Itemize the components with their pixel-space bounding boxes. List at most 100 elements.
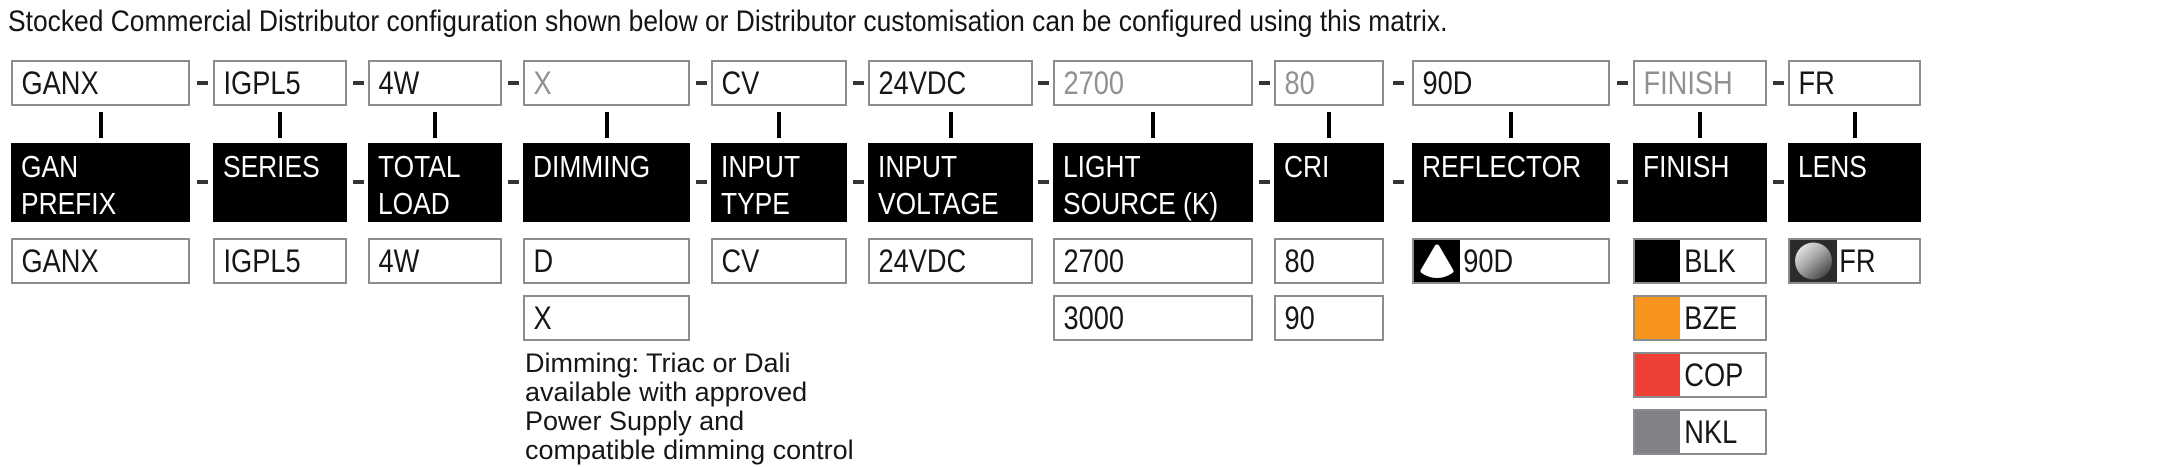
column-dash (353, 81, 364, 85)
column-dash (1393, 81, 1404, 85)
header-box-input-type: INPUT TYPE (711, 143, 847, 222)
option-box-lens-fr: FR (1788, 238, 1921, 284)
header-label-total-load: TOTAL LOAD (378, 149, 461, 221)
header-box-cri: CRI (1274, 143, 1384, 222)
option-box-total-load-4w: 4W (368, 238, 502, 284)
code-box-input-type: CV (711, 60, 847, 106)
connector-line-light-source (1151, 112, 1155, 138)
finish-swatch-cop (1635, 354, 1680, 396)
header-label-finish: FINISH (1643, 149, 1730, 184)
option-label-igpl5: IGPL5 (223, 242, 301, 279)
option-box-dimming-x: X (523, 295, 690, 341)
header-label-series: SERIES (223, 149, 320, 184)
option-box-cri-90: 90 (1274, 295, 1384, 341)
header-box-light-source: LIGHT SOURCE (K) (1053, 143, 1253, 222)
option-label-x: X (533, 299, 552, 336)
option-label-4w: 4W (378, 242, 420, 279)
header-box-gan-prefix: GAN PREFIX (11, 143, 190, 222)
code-label-lens: FR (1798, 64, 1835, 101)
header-box-input-voltage: INPUT VOLTAGE (868, 143, 1033, 222)
code-label-gan-prefix: GANX (21, 64, 99, 101)
finish-swatch-bze (1635, 297, 1680, 339)
connector-line-dimming (605, 112, 609, 138)
header-box-dimming: DIMMING (523, 143, 690, 222)
option-box-finish-cop: COP (1633, 352, 1767, 398)
connector-line-series (278, 112, 282, 138)
option-label-blk: BLK (1684, 242, 1736, 279)
column-dash (1259, 81, 1270, 85)
column-dash (1617, 180, 1628, 184)
code-box-finish: FINISH (1633, 60, 1767, 106)
column-dash (197, 81, 208, 85)
option-label-3000: 3000 (1063, 299, 1125, 336)
frosted-lens-icon (1790, 240, 1837, 282)
header-label-input-voltage: INPUT VOLTAGE (878, 149, 999, 221)
code-label-dimming: X (533, 64, 552, 101)
column-dash (1038, 81, 1049, 85)
connector-line-lens (1853, 112, 1857, 138)
header-box-total-load: TOTAL LOAD (368, 143, 502, 222)
page-title: Stocked Commercial Distributor configura… (8, 5, 1448, 38)
connector-line-input-type (777, 112, 781, 138)
column-dash (1773, 81, 1784, 85)
code-box-dimming: X (523, 60, 690, 106)
column-dash (1773, 180, 1784, 184)
option-label-d: D (533, 242, 554, 279)
header-label-gan-prefix: GAN PREFIX (21, 149, 117, 221)
connector-line-total-load (433, 112, 437, 138)
reflector-beam-icon (1414, 240, 1460, 282)
option-label-ganx: GANX (21, 242, 99, 279)
header-box-lens: LENS (1788, 143, 1921, 222)
option-label-2700: 2700 (1063, 242, 1125, 279)
code-label-total-load: 4W (378, 64, 420, 101)
finish-swatch-blk (1635, 240, 1680, 282)
column-dash (696, 180, 707, 184)
header-label-input-type: INPUT TYPE (721, 149, 801, 221)
option-box-light-source-2700: 2700 (1053, 238, 1253, 284)
connector-line-finish (1698, 112, 1702, 138)
column-dash (1617, 81, 1628, 85)
header-label-reflector: REFLECTOR (1422, 149, 1582, 184)
header-box-finish: FINISH (1633, 143, 1767, 222)
option-label-bze: BZE (1684, 299, 1738, 336)
column-dash (853, 180, 864, 184)
header-label-lens: LENS (1798, 149, 1867, 184)
option-box-light-source-3000: 3000 (1053, 295, 1253, 341)
option-label-fr: FR (1839, 242, 1876, 279)
dimming-note: Dimming: Triac or Dali available with ap… (525, 348, 854, 465)
connector-line-gan-prefix (99, 112, 103, 138)
option-box-finish-bze: BZE (1633, 295, 1767, 341)
code-label-reflector: 90D (1422, 64, 1473, 101)
option-label-90: 90 (1284, 299, 1315, 336)
header-label-cri: CRI (1284, 149, 1330, 184)
code-box-cri: 80 (1274, 60, 1384, 106)
header-box-reflector: REFLECTOR (1412, 143, 1610, 222)
code-box-lens: FR (1788, 60, 1921, 106)
option-box-cri-80: 80 (1274, 238, 1384, 284)
option-label-nkl: NKL (1684, 413, 1738, 450)
code-box-gan-prefix: GANX (11, 60, 190, 106)
code-box-reflector: 90D (1412, 60, 1610, 106)
code-label-input-voltage: 24VDC (878, 64, 967, 101)
code-box-total-load: 4W (368, 60, 502, 106)
option-label-90d: 90D (1463, 242, 1514, 279)
connector-line-cri (1327, 112, 1331, 138)
header-label-light-source: LIGHT SOURCE (K) (1063, 149, 1219, 221)
code-box-input-voltage: 24VDC (868, 60, 1033, 106)
code-box-light-source: 2700 (1053, 60, 1253, 106)
column-dash (353, 180, 364, 184)
option-box-finish-nkl: NKL (1633, 409, 1767, 455)
code-label-series: IGPL5 (223, 64, 301, 101)
option-box-dimming-d: D (523, 238, 690, 284)
column-dash (508, 81, 519, 85)
column-dash (1393, 180, 1404, 184)
option-box-input-voltage-24vdc: 24VDC (868, 238, 1033, 284)
column-dash (1038, 180, 1049, 184)
code-label-input-type: CV (721, 64, 760, 101)
column-dash (197, 180, 208, 184)
code-box-series: IGPL5 (213, 60, 347, 106)
column-dash (853, 81, 864, 85)
option-box-gan-prefix-ganx: GANX (11, 238, 190, 284)
connector-line-reflector (1509, 112, 1513, 138)
